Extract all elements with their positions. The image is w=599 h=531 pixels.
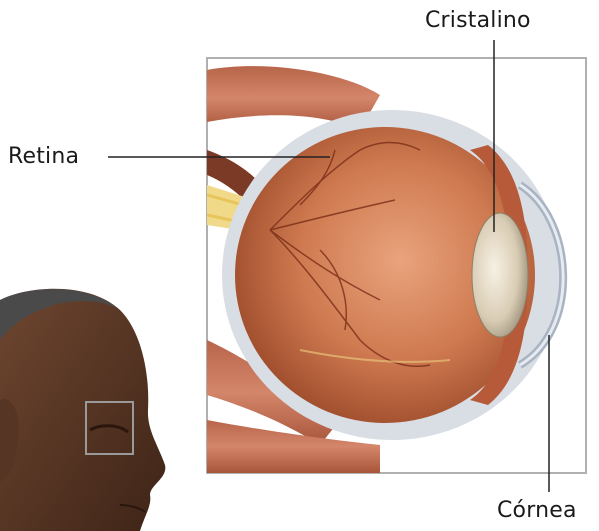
retina-label: Retina bbox=[8, 144, 79, 169]
eye-cross-section-panel bbox=[207, 58, 586, 473]
cristalino-label: Cristalino bbox=[425, 8, 531, 33]
cornea-label: Córnea bbox=[497, 498, 577, 523]
head-illustration bbox=[0, 289, 165, 531]
